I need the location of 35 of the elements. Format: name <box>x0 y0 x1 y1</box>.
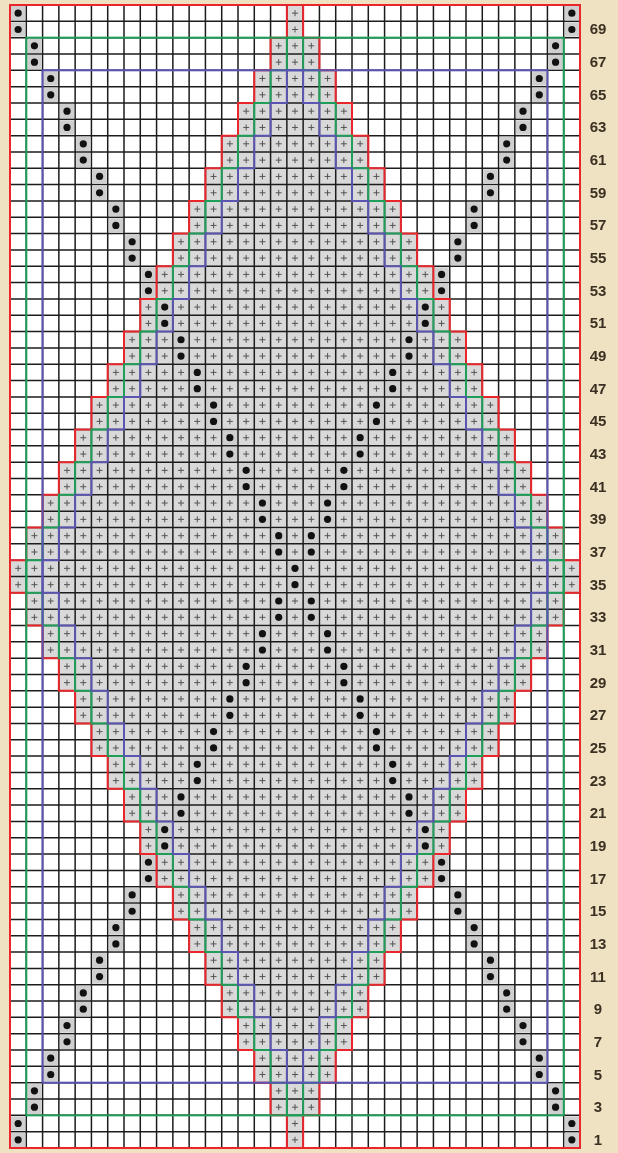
row-number: 57 <box>588 217 608 234</box>
row-number: 45 <box>588 413 608 430</box>
row-number: 19 <box>588 837 608 854</box>
row-number: 39 <box>588 511 608 528</box>
row-number: 11 <box>589 968 607 985</box>
row-number: 9 <box>592 1001 604 1018</box>
row-number: 69 <box>588 21 608 38</box>
row-number: 53 <box>588 282 608 299</box>
row-number: 27 <box>588 707 608 724</box>
row-number: 47 <box>588 380 608 397</box>
row-number: 13 <box>588 935 608 952</box>
row-number: 21 <box>588 805 608 822</box>
row-number: 25 <box>588 739 608 756</box>
row-number: 49 <box>588 348 608 365</box>
row-number: 43 <box>588 446 608 463</box>
row-number: 3 <box>592 1099 604 1116</box>
row-number: 15 <box>588 903 608 920</box>
row-number: 7 <box>592 1033 604 1050</box>
row-number: 31 <box>588 641 608 658</box>
row-number: 59 <box>588 184 608 201</box>
row-number: 35 <box>588 576 608 593</box>
row-number: 5 <box>592 1066 604 1083</box>
row-number: 61 <box>588 152 608 169</box>
row-number: 63 <box>588 119 608 136</box>
row-number: 55 <box>588 250 608 267</box>
row-number: 37 <box>588 544 608 560</box>
row-number: 65 <box>588 86 608 103</box>
row-number: 1 <box>592 1131 604 1148</box>
row-number: 23 <box>588 772 608 789</box>
row-number: 51 <box>588 315 608 332</box>
row-number: 29 <box>588 674 608 691</box>
row-number: 33 <box>588 609 608 626</box>
row-number: 67 <box>588 54 608 71</box>
row-number: 41 <box>588 478 608 495</box>
row-number: 17 <box>588 870 608 887</box>
